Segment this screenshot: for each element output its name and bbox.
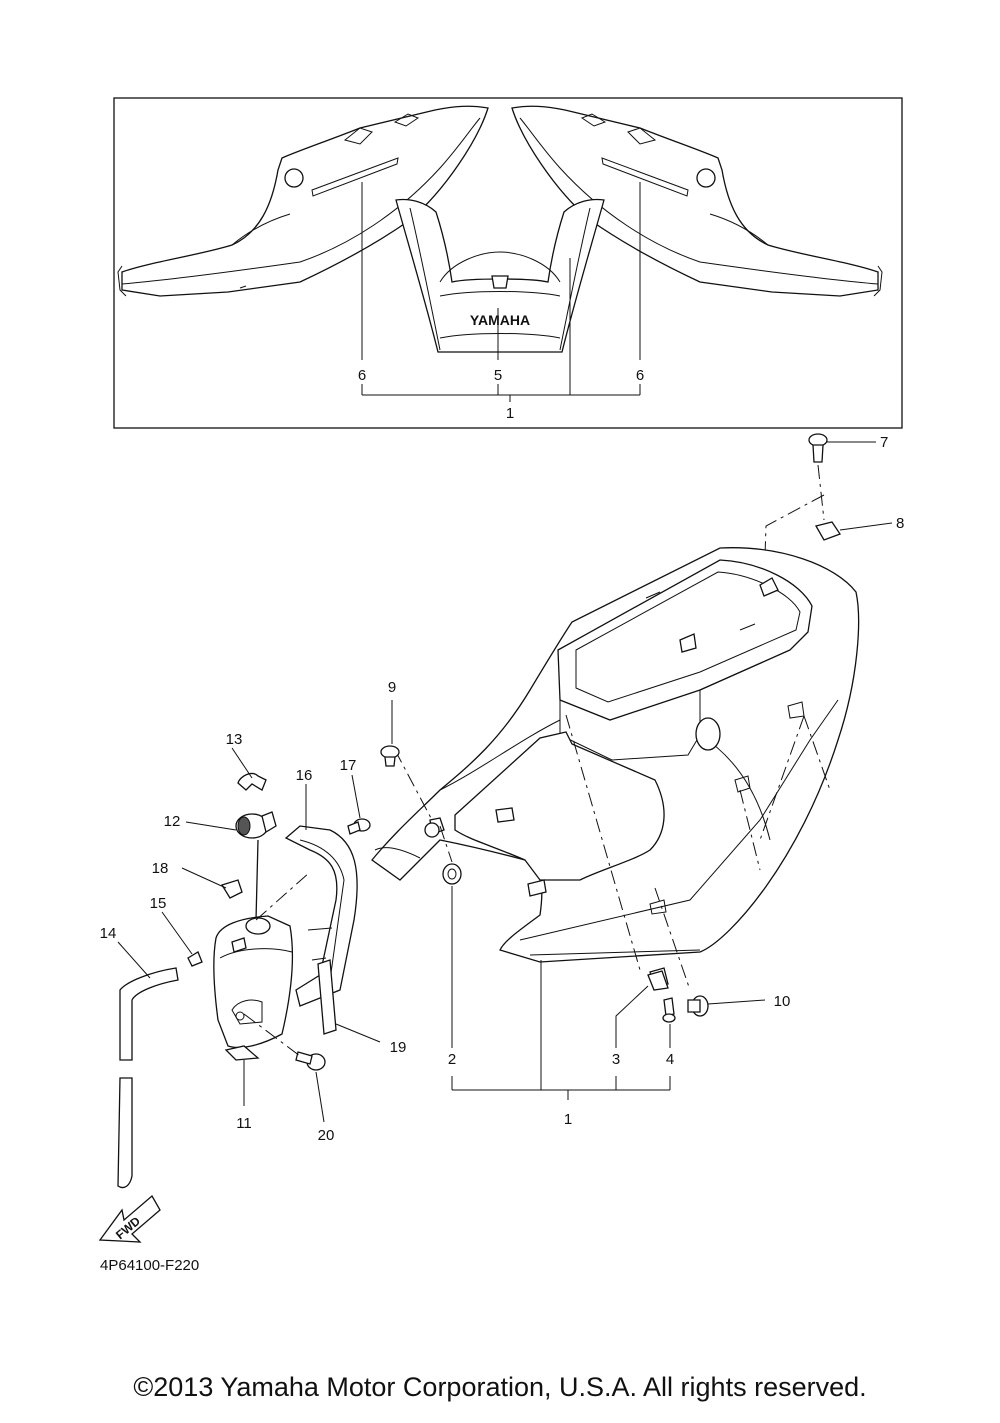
callout-14: 14 [100,925,117,942]
callout-inset-1: 1 [506,405,514,422]
plate-19 [317,959,381,1043]
callout-4: 4 [666,1051,674,1068]
callout-13: 13 [226,731,243,748]
rivet-4 [662,997,676,1048]
callout-2: 2 [448,1051,456,1068]
callout-16: 16 [296,767,313,784]
copyright-notice: ©2013 Yamaha Motor Corporation, U.S.A. A… [133,1372,867,1402]
cap-12 [185,811,277,839]
screw-7 [808,433,876,463]
callout-19: 19 [390,1039,407,1056]
bolt-20 [295,1051,326,1123]
tail-cowl [371,547,860,987]
breather-hose-14 [117,941,179,1189]
level-gauge-rod [255,839,259,921]
callout-3: 3 [612,1051,620,1068]
inset-leaders [361,182,641,402]
callout-inset-5: 5 [494,367,502,384]
callout-1: 1 [564,1111,572,1128]
parts-diagram: YAMAHA 6 5 6 1 [98,97,904,1274]
callout-10: 10 [774,993,791,1010]
rivet-9 [380,700,400,767]
damper-3 [615,970,669,1048]
callout-inset-6-right: 6 [636,367,644,384]
drawing-code: 4P64100-F220 [100,1257,199,1274]
nut-8 [815,521,893,541]
callout-11: 11 [236,1115,252,1132]
screw-17 [347,774,371,835]
clip-15 [161,911,203,967]
callout-7: 7 [880,434,888,451]
callout-inset-6-left: 6 [358,367,366,384]
rear-tail-cover: YAMAHA [395,198,605,353]
callout-9: 9 [388,679,396,696]
bracket-16 [284,784,358,1007]
inset-frame [113,97,903,429]
bolt-10 [687,995,766,1017]
callout-12: 12 [164,813,181,830]
main-bracket-1 [451,960,671,1100]
reservoir-tank-11 [213,915,294,1106]
grommet-2 [442,863,462,1048]
fwd-arrow-icon: FWD [98,1194,161,1243]
callout-8: 8 [896,515,904,532]
callout-15: 15 [150,895,167,912]
tail-decal-text: YAMAHA [470,312,530,328]
hose-13 [231,747,267,791]
right-side-cover [511,105,883,297]
callout-20: 20 [318,1127,335,1144]
callout-18: 18 [152,860,169,877]
clip-18 [181,867,243,899]
left-side-cover [117,105,489,297]
callout-17: 17 [340,757,357,774]
